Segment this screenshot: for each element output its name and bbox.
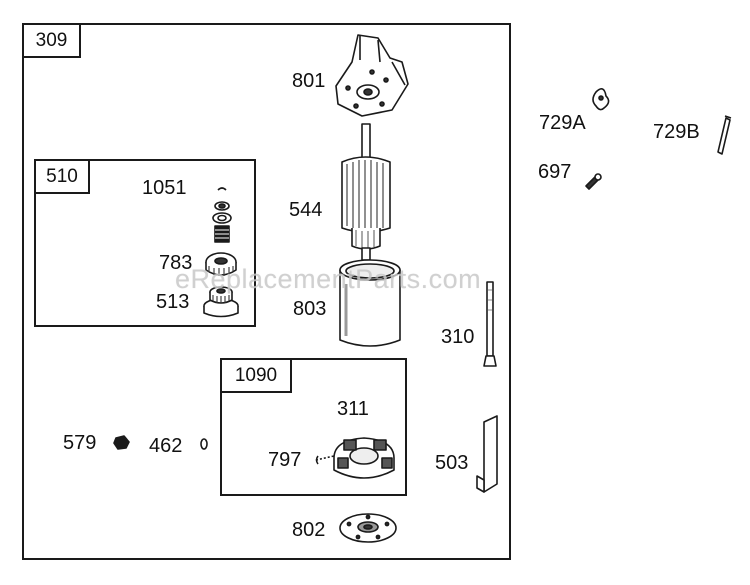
part-544-armature-drawing xyxy=(341,123,391,261)
part-310-label: 310 xyxy=(441,326,475,348)
part-697-screw-drawing xyxy=(585,173,602,190)
part-311-label: 311 xyxy=(337,398,369,420)
part-783-gear-drawing xyxy=(205,252,237,276)
part-462-washer-drawing xyxy=(200,438,208,450)
assembly-510-frame xyxy=(34,159,256,327)
part-513-label: 513 xyxy=(156,291,190,313)
part-801-end-bracket-drawing xyxy=(335,34,409,117)
assembly-309-tag: 309 xyxy=(22,23,81,58)
part-729B-label: 729B xyxy=(653,121,700,143)
part-802-label: 802 xyxy=(292,519,326,541)
part-310-bolt-drawing xyxy=(483,281,497,367)
part-797-brush-holder-drawing xyxy=(315,437,395,479)
part-783-label: 783 xyxy=(159,252,193,274)
part-729B-pin-drawing xyxy=(717,115,732,155)
part-544-label: 544 xyxy=(289,199,323,221)
part-729A-clip-drawing xyxy=(592,88,610,111)
part-801-label: 801 xyxy=(292,70,326,92)
assembly-510-tag: 510 xyxy=(34,159,90,194)
part-1051-retainer-drawing xyxy=(212,187,232,243)
part-802-end-plate-drawing xyxy=(339,513,397,543)
part-462-label: 462 xyxy=(149,435,183,457)
part-803-housing-drawing xyxy=(339,259,401,347)
part-503-label: 503 xyxy=(435,452,469,474)
part-697-label: 697 xyxy=(538,161,572,183)
assembly-1090-tag: 1090 xyxy=(220,358,292,393)
part-729A-label: 729A xyxy=(539,112,586,134)
part-513-pinion-drawing xyxy=(203,286,239,318)
assembly-309-frame xyxy=(22,23,511,560)
part-579-nut-drawing xyxy=(113,435,130,450)
part-797-label: 797 xyxy=(268,449,302,471)
assembly-1090-frame xyxy=(220,358,407,496)
part-803-label: 803 xyxy=(293,298,327,320)
part-503-bracket-drawing xyxy=(476,415,498,493)
part-1051-label: 1051 xyxy=(142,177,187,199)
part-579-label: 579 xyxy=(63,432,97,454)
watermark-text: eReplacementParts.com xyxy=(175,264,482,294)
